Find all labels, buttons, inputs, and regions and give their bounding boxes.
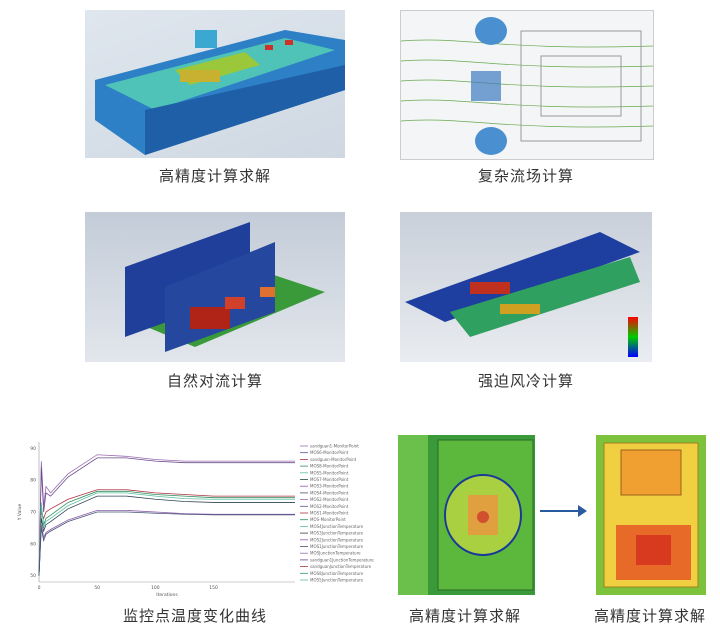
- arrow-right-icon: [540, 505, 587, 517]
- legend-entry: sandguan1-MonitorPoint: [310, 444, 359, 449]
- legend-entry: MOS8JunctionTemperature: [310, 571, 364, 576]
- caption-monitor-curve: 监控点温度变化曲线: [122, 607, 267, 625]
- y-tick-label: 50: [30, 573, 36, 579]
- series-line-4: [38, 492, 295, 576]
- heatsink-render: [95, 30, 345, 155]
- y-tick-label: 60: [30, 541, 36, 547]
- convection-render: [125, 222, 325, 352]
- legend-entry: sandguanJunctionTemperature: [310, 564, 372, 569]
- legend-entry: MOS6-MonitorPoint: [310, 450, 349, 455]
- x-tick-label: 50: [94, 585, 100, 591]
- legend-entry: MOS4JunctionTemperature: [310, 524, 364, 529]
- series-line-7: [38, 511, 295, 576]
- series-line-5: [38, 495, 295, 576]
- legend-entry: MOS2-MonitorPoint: [310, 504, 349, 509]
- forced-cooling-render: [405, 232, 640, 357]
- natural-convection-image: [85, 212, 345, 362]
- legend-entry: MOS1JunctionTemperature: [310, 544, 364, 549]
- series-line-6: [38, 510, 295, 576]
- caption-complex-flow: 复杂流场计算: [477, 167, 574, 185]
- complex-flow-image: [400, 10, 654, 160]
- legend-entry: MOS-MonitorPoint: [310, 517, 346, 522]
- legend-entry: sandguan-MonitorPoint: [310, 457, 357, 462]
- caption-forced-air-cooling: 强迫风冷计算: [477, 372, 574, 390]
- chip-temperature-image: [596, 435, 706, 595]
- caption-chip-result: 高精度计算求解: [593, 607, 706, 625]
- chip-render: [603, 442, 699, 588]
- legend-entry: MOS3JunctionTemperature: [310, 531, 364, 536]
- y-tick-label: 90: [30, 446, 36, 452]
- caption-board-result: 高精度计算求解: [408, 607, 521, 625]
- legend-entry: sandguan1JunctionTemperature: [310, 557, 374, 562]
- caption-natural-convection: 自然对流计算: [166, 372, 263, 390]
- legend-entry: MOSJunctionTemperature: [310, 551, 361, 556]
- x-tick-label: 100: [151, 585, 160, 591]
- legend-entry: MOS2-MonitorPoint: [310, 497, 349, 502]
- series-line-2: [38, 489, 295, 576]
- board-render: [398, 435, 534, 595]
- board-temperature-image: [398, 435, 535, 595]
- legend-entry: MOS4-MonitorPoint: [310, 490, 349, 495]
- legend-entry: MOS1-MonitorPoint: [310, 511, 349, 516]
- series-line-3: [38, 490, 295, 576]
- legend-entry: MOS5JunctionTemperature: [310, 578, 364, 583]
- y-tick-label: 70: [30, 510, 36, 516]
- legend-entry: MOS7-MonitorPoint: [310, 477, 349, 482]
- legend-entry: MOS3-MonitorPoint: [310, 484, 349, 489]
- series-line-1: [38, 457, 295, 576]
- x-axis-label: Iterations: [156, 592, 178, 598]
- legend-entry: MOS8-MonitorPoint: [310, 464, 349, 469]
- y-axis-label: Y Value: [17, 504, 23, 522]
- legend-entry: MOS5-MonitorPoint: [310, 470, 349, 475]
- legend-entry: MOS2JunctionTemperature: [310, 537, 364, 542]
- streamline-render: [401, 17, 653, 155]
- y-tick-label: 80: [30, 478, 36, 484]
- x-tick-label: 150: [209, 585, 218, 591]
- x-tick-label: 0: [38, 585, 41, 591]
- high-precision-heatsink-image: [85, 10, 345, 158]
- caption-high-precision: 高精度计算求解: [158, 167, 271, 185]
- forced-air-cooling-image: [400, 212, 652, 362]
